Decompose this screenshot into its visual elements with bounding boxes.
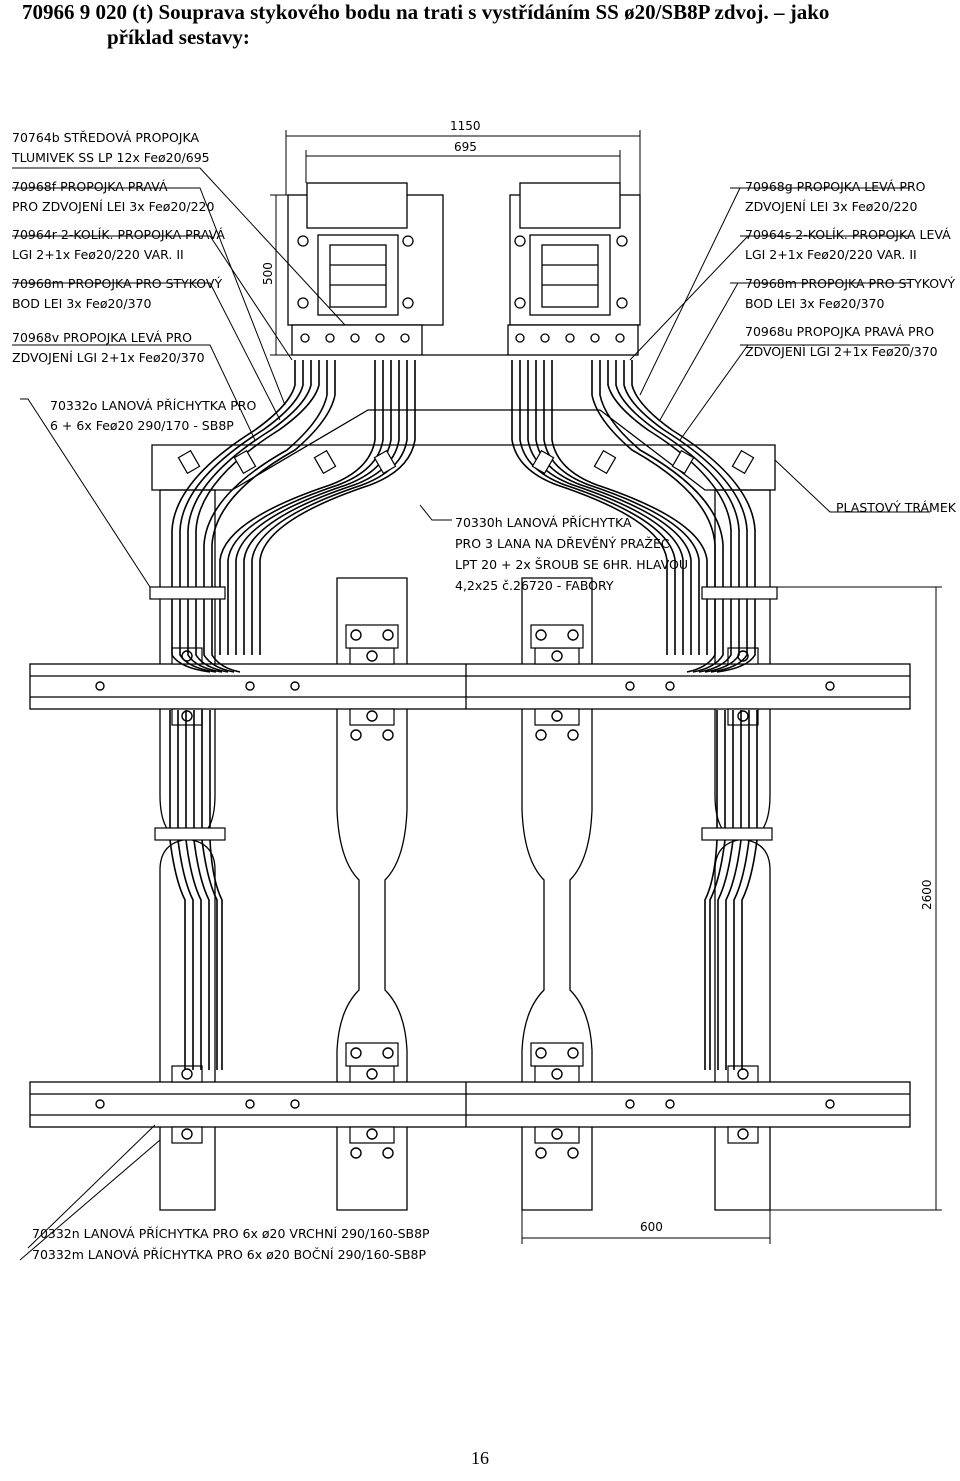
dimension-values: 1150 695 500 2600 600 — [261, 119, 934, 1234]
label-70968m-right-line2: BOD LEI 3x Feø20/370 — [745, 296, 885, 311]
dimension-600: 600 — [640, 1220, 663, 1234]
label-70968g-line1: 70968g PROPOJKA LEVÁ PRO — [745, 179, 926, 194]
label-70964s-line2: LGI 2+1x Feø20/220 VAR. II — [745, 247, 917, 262]
leader-lines — [12, 167, 930, 1261]
label-70330h-line3: LPT 20 + 2x ŠROUB SE 6HR. HLAVOU — [455, 557, 688, 572]
label-70330h-line1: 70330h LANOVÁ PŘÍCHYTKA — [455, 515, 632, 530]
title-line-2: příklad sestavy: — [107, 25, 250, 49]
label-70332m: 70332m LANOVÁ PŘÍCHYTKA PRO 6x ø20 BOČNÍ… — [32, 1247, 426, 1262]
document-title: 70966 9 020 (t) Souprava stykového bodu … — [22, 0, 952, 50]
label-70968u-line1: 70968u PROPOJKA PRAVÁ PRO — [745, 324, 934, 339]
label-70968v-line1: 70968v PROPOJKA LEVÁ PRO — [12, 330, 192, 345]
label-70968m-left-line2: BOD LEI 3x Feø20/370 — [12, 296, 152, 311]
dimension-lines — [270, 130, 942, 1244]
label-70330h-line4: 4,2x25 č.26720 - FABORY — [455, 578, 614, 593]
label-70968f-line2: PRO ZDVOJENÍ LEI 3x Feø20/220 — [12, 199, 214, 214]
label-plastic-beam: PLASTOVÝ TRÁMEK — [836, 500, 957, 515]
cable-clamps — [149, 449, 778, 841]
sleeper-2 — [336, 577, 408, 1211]
label-70332o-line2: 6 + 6x Feø20 290/170 - SB8P — [50, 418, 234, 433]
label-70968u-line2: ZDVOJENÍ LGI 2+1x Feø20/370 — [745, 344, 938, 359]
label-70968g-line2: ZDVOJENÍ LEI 3x Feø20/220 — [745, 199, 917, 214]
label-70964s-line1: 70964s 2-KOLÍK. PROPOJKA LEVÁ — [745, 227, 951, 242]
title-line-1: 70966 9 020 (t) Souprava stykového bodu … — [22, 0, 830, 24]
sleeper-3 — [521, 577, 593, 1211]
label-70332n: 70332n LANOVÁ PŘÍCHYTKA PRO 6x ø20 VRCHN… — [32, 1226, 430, 1241]
label-70332o-line1: 70332o LANOVÁ PŘÍCHYTKA PRO — [50, 398, 256, 413]
dimension-1150: 1150 — [450, 119, 481, 133]
dimension-2600: 2600 — [920, 879, 934, 910]
label-70964r-line1: 70964r 2-KOLÍK. PROPOJKA PRAVÁ — [12, 227, 225, 242]
cable-bundles — [169, 360, 758, 1070]
label-70764b-line2: TLUMIVEK SS LP 12x Feø20/695 — [11, 150, 210, 165]
dimension-695: 695 — [454, 140, 477, 154]
label-70964r-line2: LGI 2+1x Feø20/220 VAR. II — [12, 247, 184, 262]
label-70968v-line2: ZDVOJENÍ LGI 2+1x Feø20/370 — [12, 350, 205, 365]
label-70968f-line1: 70968f PROPOJKA PRAVÁ — [12, 179, 168, 194]
label-70968m-left-line1: 70968m PROPOJKA PRO STYKOVÝ — [12, 276, 222, 291]
page-number: 16 — [471, 1448, 489, 1468]
rails — [29, 663, 911, 1128]
label-70968m-right-line1: 70968m PROPOJKA PRO STYKOVÝ — [745, 276, 955, 291]
choke-boxes — [287, 182, 641, 356]
callout-labels: 70764b STŘEDOVÁ PROPOJKA TLUMIVEK SS LP … — [11, 130, 957, 1262]
dimension-500: 500 — [261, 262, 275, 285]
label-70764b-line1: 70764b STŘEDOVÁ PROPOJKA — [12, 130, 199, 145]
label-70330h-line2: PRO 3 LANA NA DŘEVĚNÝ PRAŽEC — [455, 536, 670, 551]
